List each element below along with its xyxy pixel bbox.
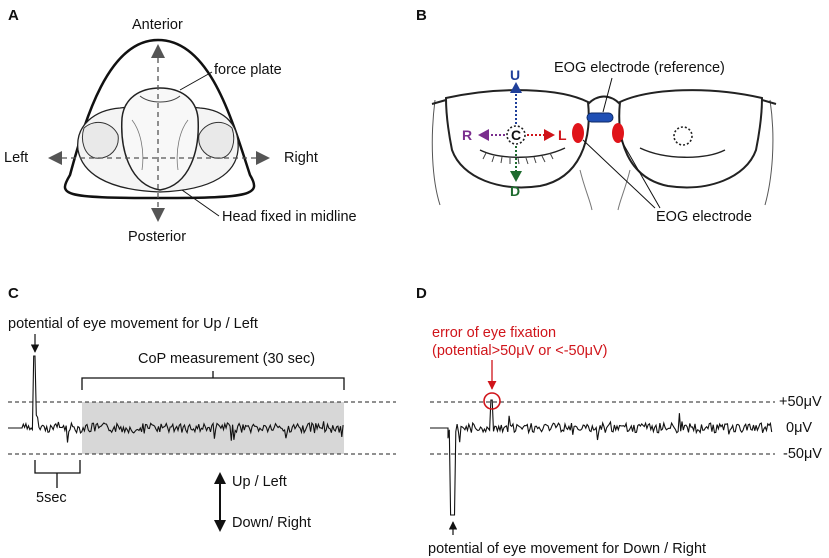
- cop-measurement-label: CoP measurement (30 sec): [138, 351, 315, 367]
- anterior-arrow: [151, 44, 165, 58]
- left-label: Left: [4, 150, 28, 166]
- down-direction-arrow: [510, 171, 522, 182]
- up-left-label: Up / Left: [232, 474, 287, 490]
- glasses-right-lens: [618, 89, 764, 189]
- left-eye-lid: [479, 147, 566, 158]
- eog-trace-c: [8, 355, 344, 443]
- eye-movement-down-right-label: potential of eye movement for Down / Rig…: [428, 541, 706, 557]
- left-arrow: [48, 151, 62, 165]
- eog-trace-d: [430, 399, 773, 516]
- glasses-left-lens: [444, 89, 590, 189]
- panel-c-letter: C: [8, 285, 19, 302]
- up-direction-arrow: [510, 82, 522, 93]
- cop-bracket: [81, 371, 345, 390]
- right-eye-fixation-target: [673, 126, 693, 146]
- panel-d-letter: D: [416, 285, 427, 302]
- l-label: L: [558, 127, 567, 143]
- posterior-label: Posterior: [128, 229, 186, 245]
- right-direction-arrow: [544, 129, 555, 141]
- right-arm-shape: [198, 121, 235, 159]
- anterior-label: Anterior: [132, 17, 183, 33]
- minus50-label: -50μV: [783, 446, 822, 462]
- panel-c: C potential of eye movement for Up / Lef…: [8, 285, 396, 532]
- up-label: U: [510, 67, 520, 83]
- time-scale-bar: [34, 460, 81, 474]
- panel-a: A Anterior Posterior Left Right force pl…: [4, 7, 357, 245]
- right-label: Right: [284, 150, 318, 166]
- eye-movement-up-left-label: potential of eye movement for Up / Left: [8, 316, 258, 332]
- force-plate-label: force plate: [214, 62, 282, 78]
- eog-reference-label: EOG electrode (reference): [554, 60, 725, 76]
- right-eog-electrode: [612, 123, 624, 143]
- zero-label: 0μV: [786, 420, 812, 436]
- right-eye-lid: [639, 147, 726, 158]
- panel-a-letter: A: [8, 7, 19, 24]
- reference-electrode: [586, 112, 614, 123]
- head-fixed-label: Head fixed in midline: [222, 209, 357, 225]
- left-eog-electrode: [572, 123, 584, 143]
- error-label-line1: error of eye fixation: [432, 325, 556, 341]
- down-label: D: [510, 183, 520, 199]
- force-plate-outline: [63, 38, 256, 200]
- panel-d: D error of eye fixation (potential>50μV …: [416, 285, 822, 557]
- glasses-bridge: [587, 95, 621, 105]
- time-scale-label: 5sec: [36, 490, 67, 506]
- left-direction-arrow: [478, 129, 489, 141]
- panel-b-letter: B: [416, 7, 427, 24]
- right-arrow: [256, 151, 270, 165]
- head-shape: [121, 87, 199, 191]
- posterior-arrow: [151, 208, 165, 222]
- plus50-label: +50μV: [779, 394, 822, 410]
- c-label: C: [511, 127, 521, 143]
- error-label-line2: (potential>50μV or <-50μV): [432, 343, 608, 359]
- r-label: R: [462, 127, 472, 143]
- left-eye-fixation-target: [506, 125, 526, 145]
- left-arm-shape: [81, 121, 119, 159]
- down-right-label: Down/ Right: [232, 515, 311, 531]
- error-circle: [483, 392, 501, 410]
- panel-b: B U D R L C EOG ele: [416, 7, 777, 225]
- eog-electrode-label: EOG electrode: [656, 209, 752, 225]
